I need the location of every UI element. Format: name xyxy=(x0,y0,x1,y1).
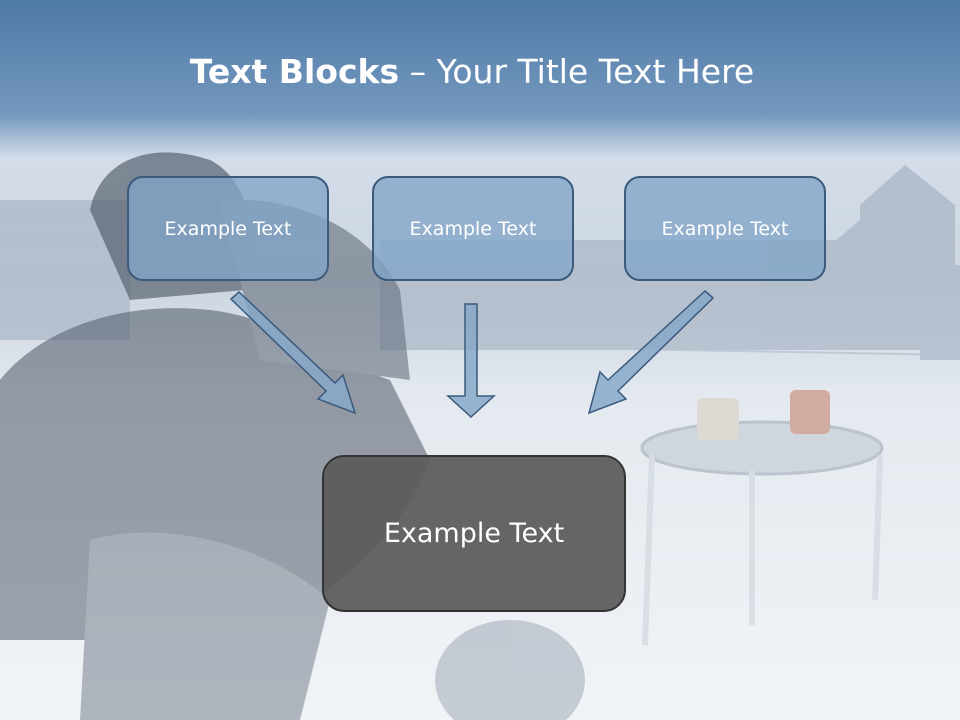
title-bold: Text Blocks xyxy=(189,52,400,91)
title-rest: Your Title Text Here xyxy=(436,52,755,91)
text-block-2[interactable]: Example Text xyxy=(372,176,574,281)
result-block[interactable]: Example Text xyxy=(322,455,626,612)
text-block-2-label: Example Text xyxy=(409,217,537,240)
text-block-1-label: Example Text xyxy=(164,217,292,240)
text-block-3[interactable]: Example Text xyxy=(624,176,826,281)
slide-title: Text Blocks – Your Title Text Here xyxy=(0,52,944,91)
arrow-center-down xyxy=(446,303,496,419)
text-block-1[interactable]: Example Text xyxy=(127,176,329,281)
arrow-right-diagonal xyxy=(587,289,715,415)
result-block-label: Example Text xyxy=(383,518,565,549)
text-block-3-label: Example Text xyxy=(661,217,789,240)
title-dash: – xyxy=(399,52,437,91)
arrow-left-diagonal xyxy=(229,290,357,415)
